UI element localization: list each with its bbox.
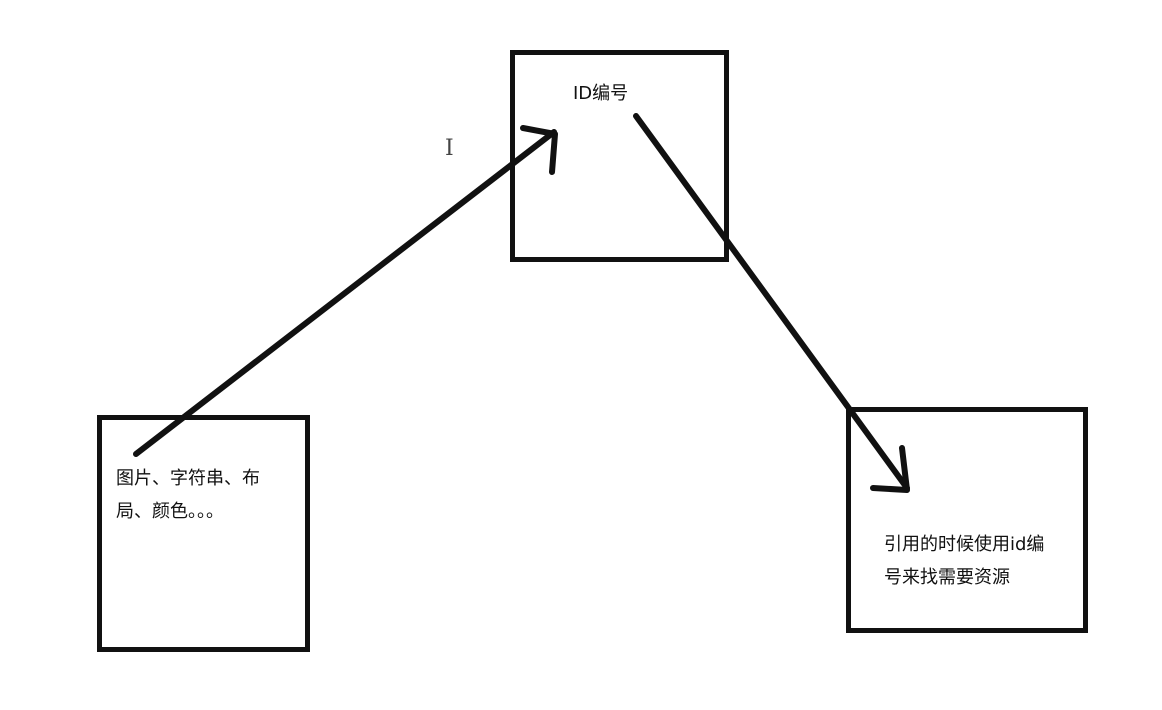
resources-box: 图片、字符串、布 局、颜色。。。 <box>97 415 310 652</box>
id-box: ID编号 <box>510 50 729 262</box>
arrow-id-to-reference <box>633 113 910 493</box>
resources-label: 图片、字符串、布 局、颜色。。。 <box>116 468 260 522</box>
arrowhead-2 <box>870 445 910 493</box>
text-cursor-icon: I <box>445 136 454 161</box>
arrow-shaft-1 <box>133 129 557 457</box>
arrow-shaft-2 <box>633 113 910 491</box>
id-label: ID编号 <box>573 83 629 104</box>
arrowhead-1 <box>520 125 558 175</box>
reference-label: 引用的时候使用id编 号来找需要资源 <box>884 534 1045 588</box>
arrow-resources-to-id <box>133 125 558 457</box>
reference-box: 引用的时候使用id编 号来找需要资源 <box>846 407 1088 633</box>
